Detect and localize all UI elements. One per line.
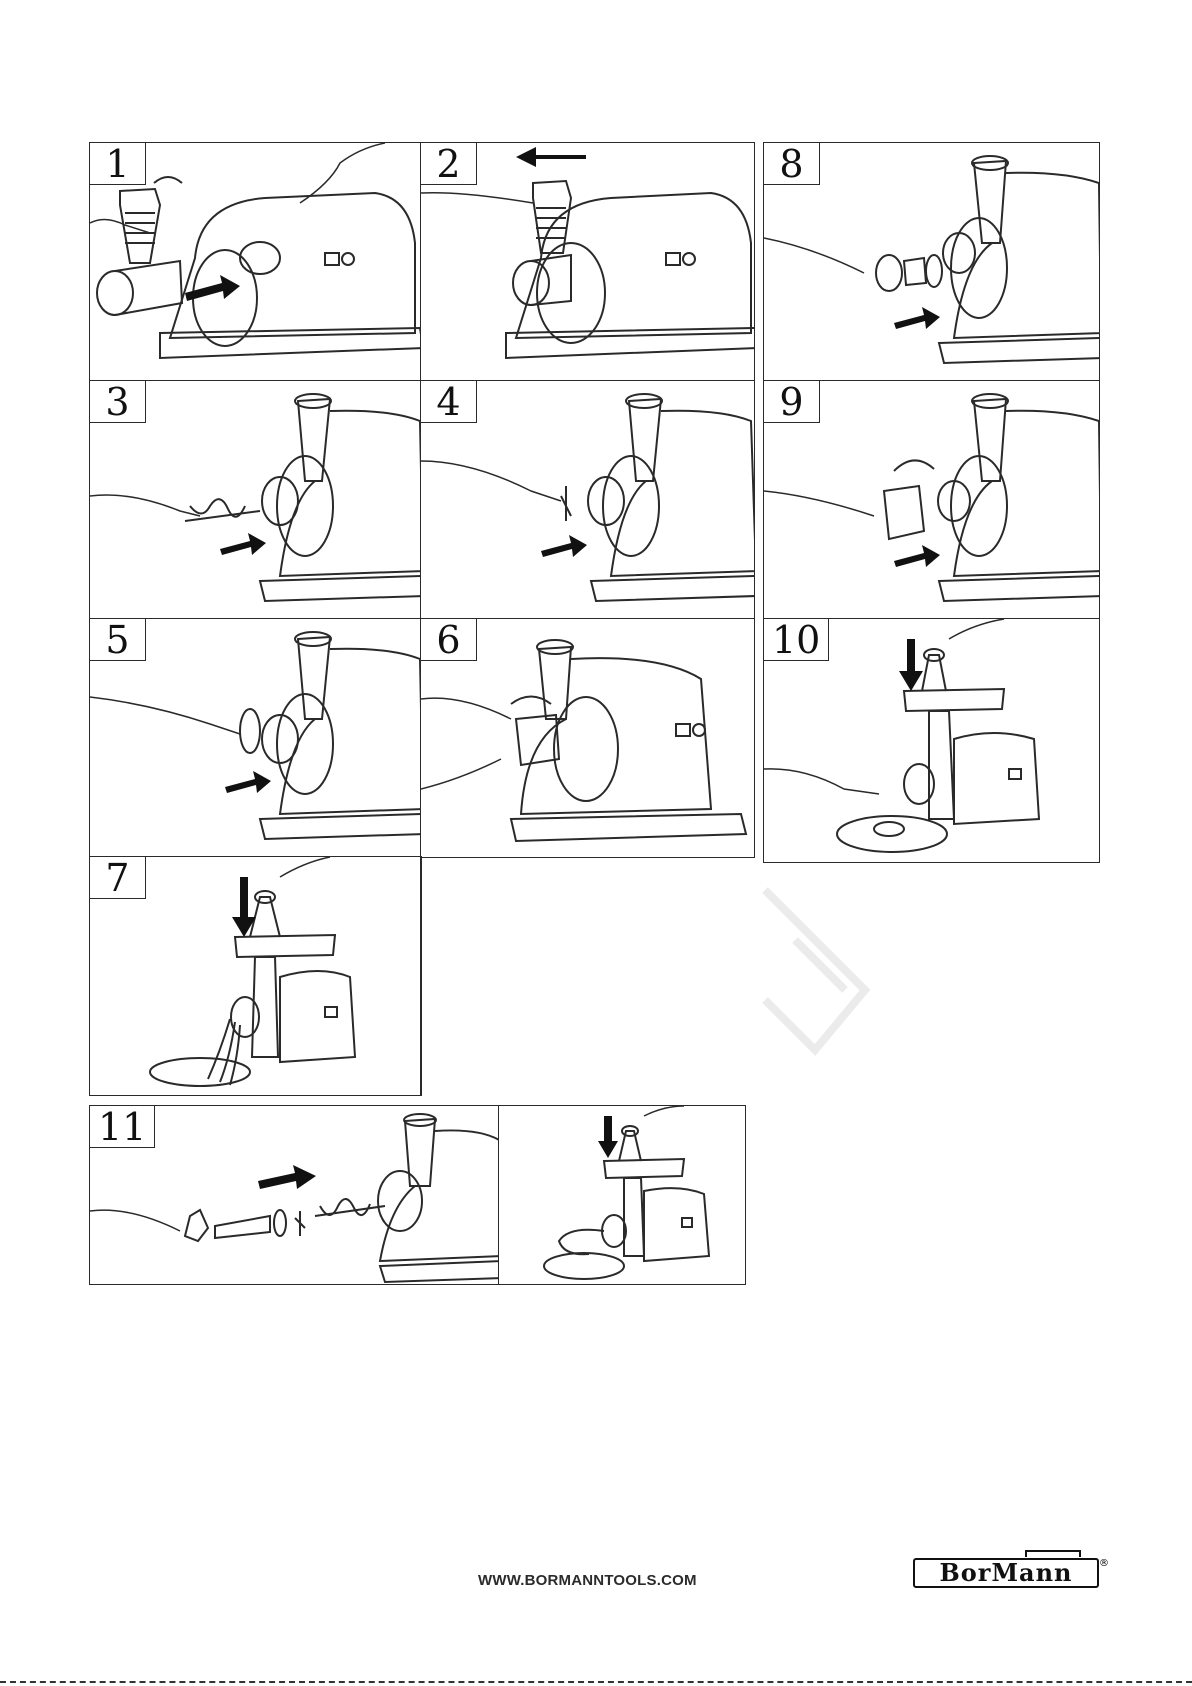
step-11b-panel: [498, 1105, 746, 1285]
logo-text: BorMann: [913, 1558, 1099, 1588]
step-11-panel: 11: [89, 1105, 500, 1285]
step-3-panel: 3: [89, 380, 422, 620]
step-2-number: 2: [421, 143, 477, 185]
step-5-number: 5: [90, 619, 146, 661]
step-7-panel: 7: [89, 856, 422, 1096]
watermark-logo: [755, 870, 885, 1070]
step-9-panel: 9: [763, 380, 1100, 620]
empty-panel-divider: [420, 856, 422, 1096]
step-3-number: 3: [90, 381, 146, 423]
step-1-number: 1: [90, 143, 146, 185]
step-10-panel: 10: [763, 618, 1100, 863]
step-6-number: 6: [421, 619, 477, 661]
bormann-logo: BorMann ®: [913, 1550, 1099, 1588]
step-11b-illustration: [499, 1106, 746, 1285]
footer-website[interactable]: WWW.BORMANNTOOLS.COM: [478, 1572, 697, 1589]
step-4-number: 4: [421, 381, 477, 423]
step-7-number: 7: [90, 857, 146, 899]
step-4-panel: 4: [420, 380, 755, 620]
step-1-panel: 1: [89, 142, 422, 382]
logo-bar-decoration: [1025, 1550, 1081, 1557]
registered-mark: ®: [1099, 1558, 1109, 1569]
step-11-number: 11: [90, 1106, 155, 1148]
step-8-number: 8: [764, 143, 820, 185]
step-5-panel: 5: [89, 618, 422, 858]
page-bottom-rule: [0, 1681, 1192, 1686]
step-9-number: 9: [764, 381, 820, 423]
step-6-panel: 6: [420, 618, 755, 858]
step-10-number: 10: [764, 619, 829, 661]
step-8-panel: 8: [763, 142, 1100, 382]
step-2-panel: 2: [420, 142, 755, 382]
